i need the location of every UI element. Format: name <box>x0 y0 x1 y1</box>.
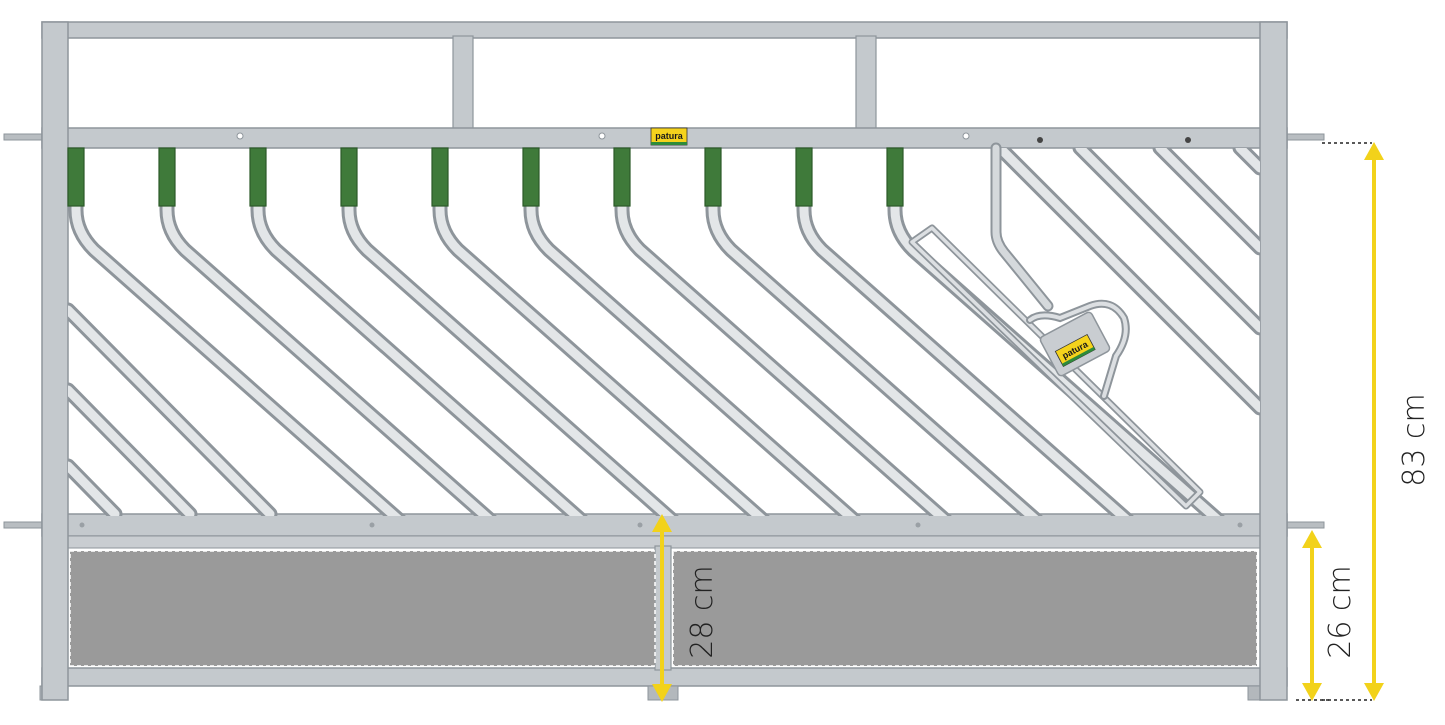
green-sleeve <box>886 147 904 207</box>
diagonal-bar-fixed-highlight <box>1235 148 1260 173</box>
feeding-bar-highlight <box>162 148 493 516</box>
frame <box>3 21 1325 701</box>
rail-rivet <box>79 522 85 528</box>
top-rail <box>41 21 1288 39</box>
green-sleeve <box>613 147 631 207</box>
arrow-up <box>652 514 672 532</box>
rail-rivet <box>637 522 643 528</box>
bar-sleeves <box>67 147 904 207</box>
arrow-down <box>1302 683 1322 701</box>
feeding-bar-highlight <box>799 148 1130 516</box>
feeding-bar-highlight <box>526 148 857 516</box>
latch-loop-core <box>910 226 1202 508</box>
panel-right <box>672 550 1258 667</box>
green-sleeve <box>704 147 722 207</box>
arrow-down <box>1364 683 1384 701</box>
panel-left <box>69 550 656 667</box>
dimension-panel-height: 28 cm <box>652 514 720 702</box>
feeding-bar-highlight <box>344 148 675 516</box>
rail-bolt <box>1185 137 1191 143</box>
rail-bolt <box>1037 137 1043 143</box>
diagonal-bar-fixed-highlight <box>1155 148 1260 253</box>
diagonal-bar-short-highlight <box>68 305 275 516</box>
dimension-label-sill-height: 26 cm <box>1323 565 1358 658</box>
latch-rod-core <box>992 144 1052 310</box>
rail-rivet <box>915 522 921 528</box>
top-divider-1 <box>452 35 474 131</box>
feeding-bar-highlight <box>617 148 948 516</box>
green-sleeve <box>340 147 358 207</box>
mount-tab-left-bottom <box>3 521 45 529</box>
feeding-bar-highlight <box>253 148 584 516</box>
green-sleeve <box>158 147 176 207</box>
rail-hole <box>236 132 244 140</box>
green-sleeve <box>522 147 540 207</box>
rail-hole <box>598 132 606 140</box>
mount-tab-left-top <box>3 133 45 141</box>
brand-logo-text: patura <box>655 131 684 141</box>
arrow-up <box>1302 530 1322 548</box>
right-post <box>1259 21 1288 701</box>
feeding-bar-highlight <box>890 148 1221 516</box>
rail-rivet <box>1237 522 1243 528</box>
arrow-up <box>1364 142 1384 160</box>
dimension-total-height: 83 cm <box>1322 142 1432 701</box>
diagonal-bar-short-highlight <box>68 385 195 516</box>
lower-panels <box>69 550 1258 667</box>
green-sleeve <box>431 147 449 207</box>
top-divider-2 <box>855 35 877 131</box>
mount-tab-right-bottom <box>1283 521 1325 529</box>
foot-rail <box>41 667 1288 687</box>
diagonal-bar-short-highlight <box>68 461 120 516</box>
feeding-bar-highlight <box>435 148 766 516</box>
feeding-bar-highlight <box>71 148 402 516</box>
diagonal-bar-fixed-highlight <box>995 148 1260 413</box>
green-sleeve <box>795 147 813 207</box>
green-sleeve <box>249 147 267 207</box>
dimension-label-panel-height: 28 cm <box>685 565 720 658</box>
rail-hole <box>962 132 970 140</box>
mount-tab-right-top <box>1283 133 1325 141</box>
dimension-label-total-height: 83 cm <box>1397 393 1432 486</box>
left-post <box>41 21 69 701</box>
green-sleeve <box>67 147 85 207</box>
brand-logo-top: patura <box>650 127 688 146</box>
diagonal-bar-fixed-highlight <box>1075 148 1260 333</box>
feeding-bar-highlight <box>708 148 1039 516</box>
rail-rivet <box>369 522 375 528</box>
arrow-down <box>652 684 672 702</box>
diagonal-bars <box>68 148 1260 516</box>
latch-handle-core <box>1028 301 1128 398</box>
dimension-sill-height: 26 cm <box>1296 530 1358 701</box>
